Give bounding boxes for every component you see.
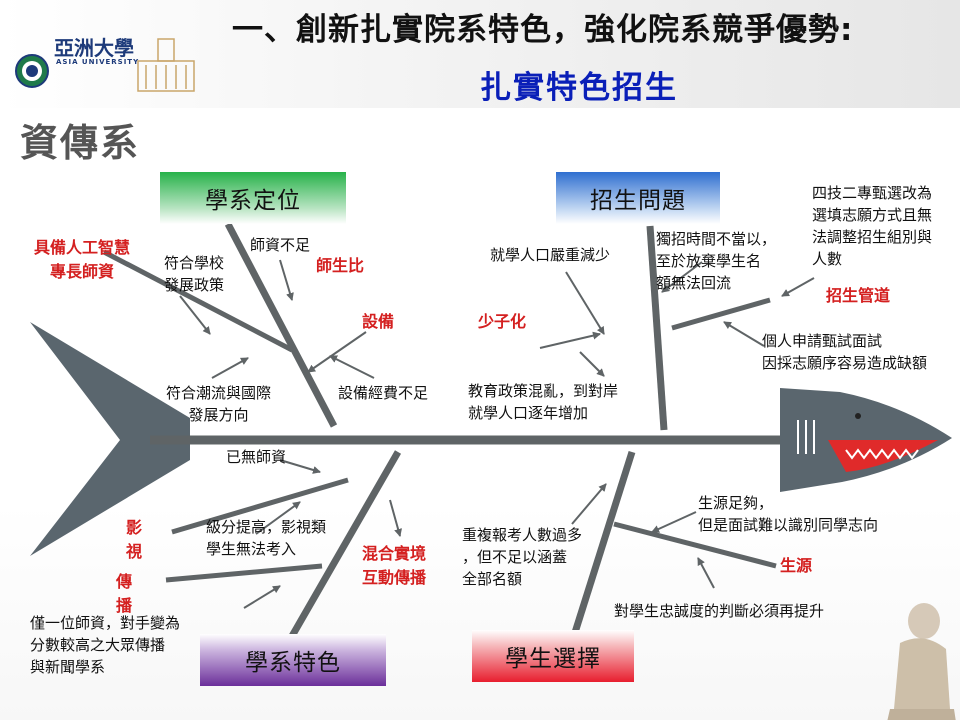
- cause-broadcast: 傳 播: [116, 572, 133, 615]
- slide-title: 一、創新扎實院系特色，強化院系競爭優勢:: [232, 12, 854, 48]
- cause-lack-faculty: 師資不足: [250, 236, 311, 254]
- header-band: [0, 0, 960, 108]
- arrow-one-teacher: [243, 585, 281, 609]
- arrow-personal-apply: [723, 321, 765, 347]
- cause-trend: 符合潮流與國際 發展方向: [166, 384, 272, 424]
- cause-mixed-reality: 混合實境 互動傳播: [362, 544, 427, 587]
- branch-channel: [671, 297, 771, 331]
- bone-features: [280, 450, 402, 652]
- shark-teeth: [845, 448, 919, 460]
- campus-building-icon: [134, 14, 198, 92]
- arrow-trend: [211, 357, 249, 379]
- branch-ai-faculty: [102, 249, 294, 353]
- arrow-school-policy: [179, 295, 211, 335]
- cause-vocational-change: 四技二專甄選改為 選填志願方式且無 法調整招生組別與 人數: [812, 184, 933, 268]
- cause-equipment: 設備: [362, 312, 395, 331]
- branch-student-source: [613, 521, 777, 569]
- cause-school-policy: 符合學校 發展政策: [164, 254, 225, 294]
- university-emblem-icon: [14, 34, 50, 88]
- cause-teacher-ratio: 師生比: [316, 256, 365, 275]
- category-recruitment: 招生問題: [556, 172, 720, 224]
- bone-recruitment: [646, 225, 668, 431]
- shark-eye: [855, 413, 861, 419]
- cause-personal-apply: 個人申請甄試面試 因採志願序容易造成缺額: [762, 332, 928, 372]
- shark-mouth: [828, 440, 938, 472]
- cause-loyalty: 對學生忠誠度的判斷必須再提升: [614, 602, 825, 620]
- department-name: 資傳系: [20, 121, 141, 165]
- cause-grading: 級分提高，影視類 學生無法考入: [206, 518, 327, 558]
- cause-one-teacher: 僅一位師資，對手變為 分數較高之大眾傳播 與新聞學系: [30, 614, 181, 676]
- branch-film-tv: [171, 477, 349, 535]
- category-features: 學系特色: [200, 634, 386, 686]
- arrow-vocational-change: [781, 277, 815, 297]
- cause-no-teachers: 已無師資: [226, 448, 287, 466]
- arrow-enough-source: [651, 511, 697, 533]
- arrow-policy-chaos: [579, 351, 605, 377]
- cause-ai-faculty: 具備人工智慧 專長師資: [34, 238, 131, 281]
- cause-single-recruit: 獨招時間不當以， 至於放棄學生名 額無法回流: [656, 230, 777, 292]
- cause-duplicate-apply: 重複報考人數過多 ，但不足以涵蓋 全部名額: [462, 526, 583, 588]
- cause-student-source: 生源: [780, 556, 813, 575]
- logo-english: ASIA UNIVERSITY: [56, 58, 140, 66]
- bone-positioning: [224, 222, 338, 428]
- slide-subtitle: 扎實特色招生: [480, 70, 678, 106]
- thinker-statue-icon: [880, 572, 958, 720]
- arrow-mixed-reality: [389, 499, 402, 537]
- arrow-population-decline: [565, 271, 605, 335]
- arrow-low-birth: [539, 331, 601, 349]
- arrow-equipment: [307, 331, 367, 373]
- arrow-loyalty: [697, 557, 715, 589]
- cause-channel: 招生管道: [826, 286, 891, 305]
- arrow-grading: [255, 501, 301, 535]
- arrow-single-recruit: [661, 261, 703, 293]
- cause-policy-chaos: 教育政策混亂，到對岸 就學人口逐年增加: [468, 382, 619, 422]
- category-positioning: 學系定位: [160, 172, 346, 224]
- cause-low-birth: 少子化: [478, 312, 527, 331]
- logo-name: 亞洲大學: [54, 36, 134, 60]
- cause-equipment-budget: 設備經費不足: [338, 384, 429, 402]
- branch-broadcast: [165, 563, 323, 583]
- cause-enough-source: 生源足夠， 但是面試難以識別同學志向: [698, 494, 879, 534]
- cause-population-decline: 就學人口嚴重減少: [490, 246, 611, 264]
- bone-student-choice: [568, 450, 636, 644]
- arrow-no-teachers: [279, 459, 321, 474]
- cause-film-tv: 影 視: [126, 518, 143, 561]
- arrow-duplicate-apply: [571, 483, 607, 525]
- arrow-equipment-budget: [329, 355, 375, 379]
- arrow-lack-faculty: [279, 259, 294, 301]
- category-student-choice: 學生選擇: [472, 630, 634, 682]
